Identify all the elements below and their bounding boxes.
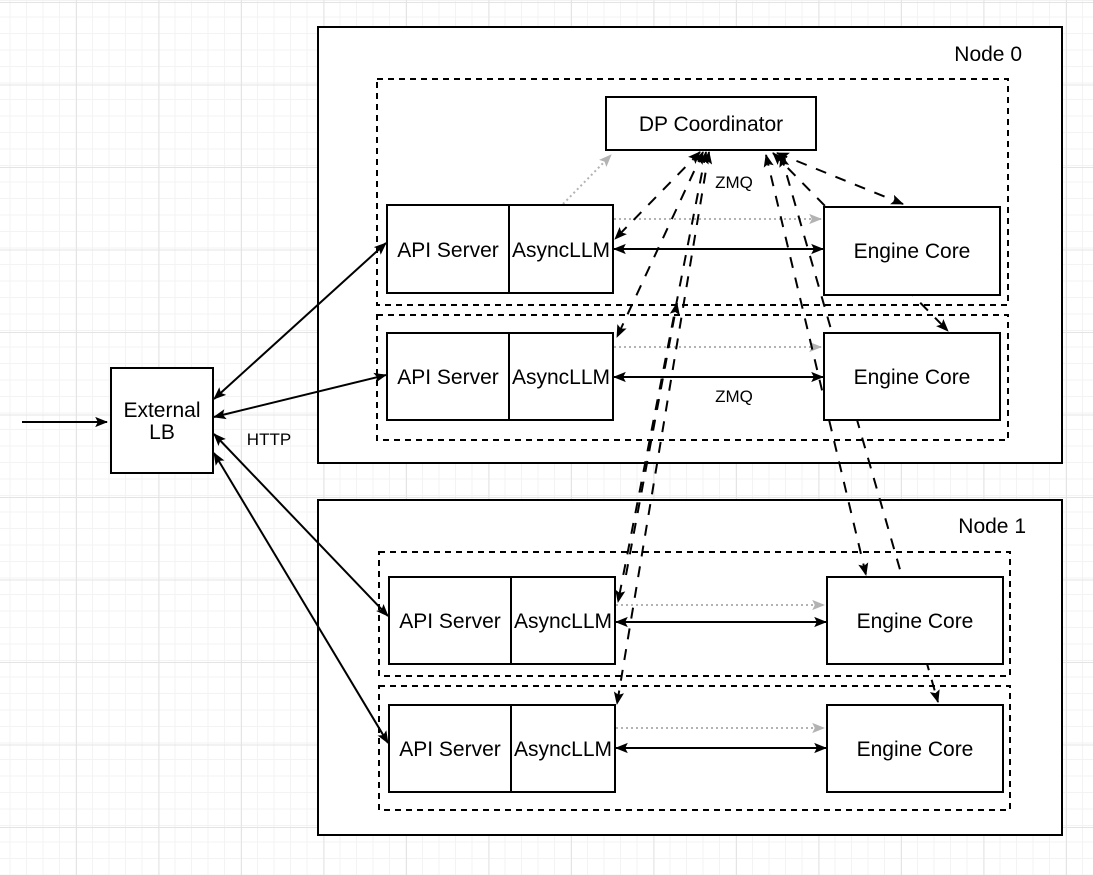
rank-group-0 (376, 78, 1009, 306)
zmq-coordinator-label: ZMQ (715, 173, 753, 192)
dp-coordinator-label: DP Coordinator (639, 113, 783, 136)
http-arrow-lb-api3 (213, 452, 389, 744)
http-label: HTTP (247, 430, 291, 449)
engine-core-label-1: Engine Core (854, 366, 971, 389)
async-llm-label-2: AsyncLLM (514, 610, 612, 633)
engine-core-box-0 (823, 206, 1001, 296)
engine-core-box-1 (823, 332, 1001, 421)
async-llm-label-0: AsyncLLM (512, 239, 610, 262)
dashed-arrow-coordinator-engine3 (779, 154, 940, 703)
external-lb-box (110, 367, 214, 474)
api-async-box-0 (386, 204, 614, 294)
api-server-label-1: API Server (397, 366, 499, 389)
api-server-label-3: API Server (399, 738, 501, 761)
node1-label: Node 1 (958, 515, 1026, 538)
api-async-box-1 (386, 332, 614, 421)
api-async-box-3 (388, 704, 616, 793)
external-lb-label-line2: LB (149, 421, 175, 444)
api-server-label-2: API Server (399, 610, 501, 633)
api-server-label-0: API Server (397, 239, 499, 262)
node0-label: Node 0 (954, 43, 1022, 66)
engine-core-label-2: Engine Core (857, 610, 974, 633)
engine-core-label-0: Engine Core (854, 240, 971, 263)
dotted-arrow-async0-coordinator (562, 154, 612, 205)
async-llm-label-3: AsyncLLM (514, 738, 612, 761)
external-lb-label-line1: External (123, 399, 200, 422)
api-async-box-2 (388, 576, 616, 665)
engine-core-label-3: Engine Core (857, 738, 974, 761)
rank-group-3 (378, 685, 1011, 811)
dashed-arrow-async2-up (625, 302, 680, 576)
zmq-engine-label: ZMQ (715, 387, 753, 406)
dashed-arrow-coordinator-async3 (613, 151, 713, 705)
engine-core-box-3 (826, 704, 1004, 793)
http-arrow-lb-api1 (213, 372, 387, 420)
async-llm-label-1: AsyncLLM (512, 366, 610, 389)
dp-coordinator-box (605, 96, 817, 151)
engine-core-box-2 (826, 576, 1004, 665)
